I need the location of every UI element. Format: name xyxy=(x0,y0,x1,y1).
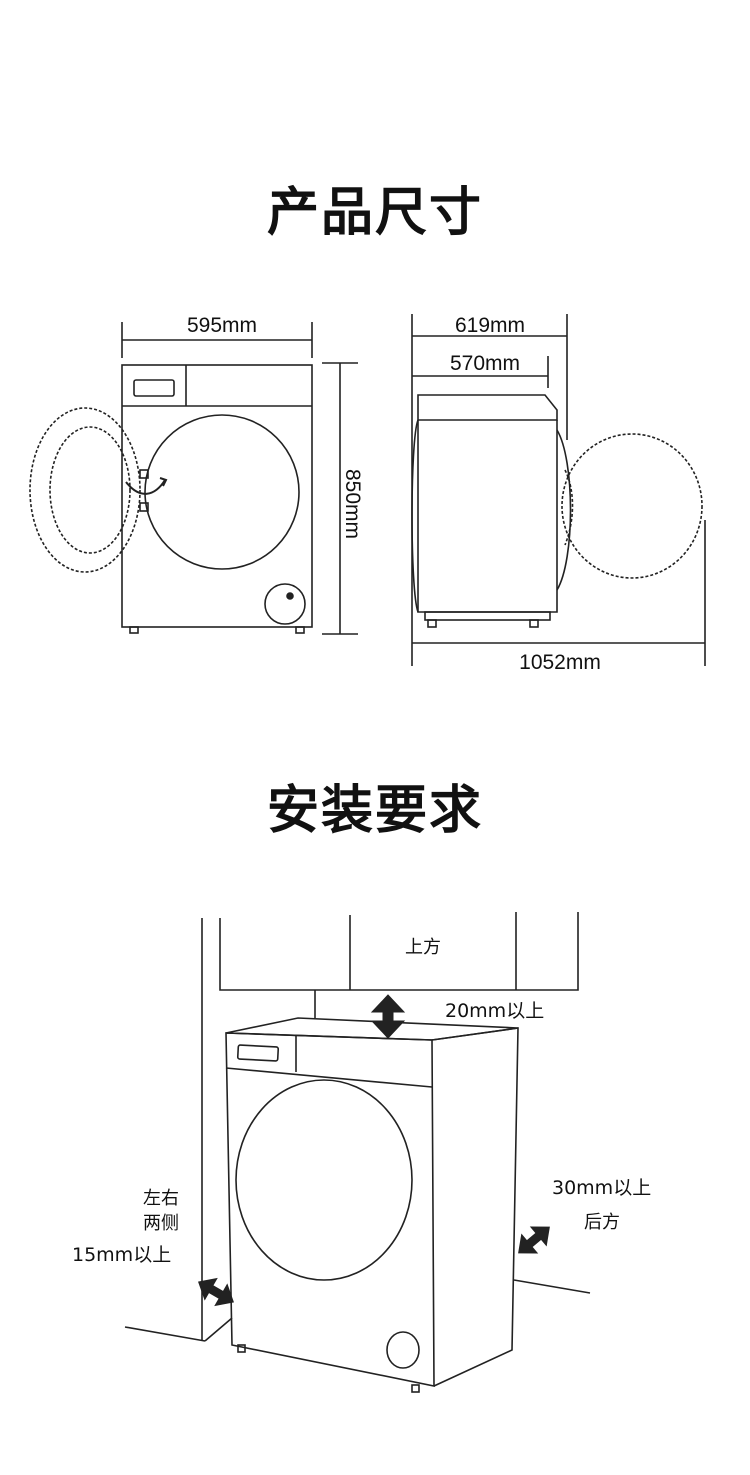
washer-3d xyxy=(225,1017,519,1393)
back-clearance-arrow xyxy=(518,1226,550,1254)
back-wall xyxy=(513,1279,591,1294)
product-size-title: 产品尺寸 xyxy=(266,183,483,243)
side-clearance-arrow xyxy=(198,1277,234,1307)
side-view-washer xyxy=(411,394,703,628)
install-diagram: 上方 20mm以上 左右 两侧 15mm以上 30mm以上 后方 xyxy=(72,912,651,1393)
front-view-washer xyxy=(29,364,313,634)
install-requirements-title: 安装要求 xyxy=(266,781,483,841)
top-clearance-label: 20mm以上 xyxy=(445,1000,544,1022)
dimension-diagram: 595mm 619mm 570mm 1052mm 850mm xyxy=(29,314,706,674)
side-label-line2: 两侧 xyxy=(143,1213,179,1234)
clearance-arrows xyxy=(198,994,550,1307)
left-wall xyxy=(124,918,233,1342)
depth-door-open-label: 1052mm xyxy=(519,651,601,674)
back-label: 后方 xyxy=(584,1212,620,1233)
width-label: 595mm xyxy=(187,314,257,337)
width-dimension-line xyxy=(121,322,313,358)
depth-total-label: 619mm xyxy=(455,314,525,337)
side-label-line1: 左右 xyxy=(143,1188,179,1209)
height-label: 850mm xyxy=(341,469,364,539)
height-dimension-line xyxy=(322,362,358,635)
back-clearance-label: 30mm以上 xyxy=(552,1177,651,1199)
depth-body-label: 570mm xyxy=(450,352,520,375)
side-clearance-label: 15mm以上 xyxy=(72,1244,171,1266)
top-label: 上方 xyxy=(405,937,441,958)
upper-cabinet xyxy=(219,912,579,1018)
top-clearance-arrow xyxy=(370,994,406,1039)
